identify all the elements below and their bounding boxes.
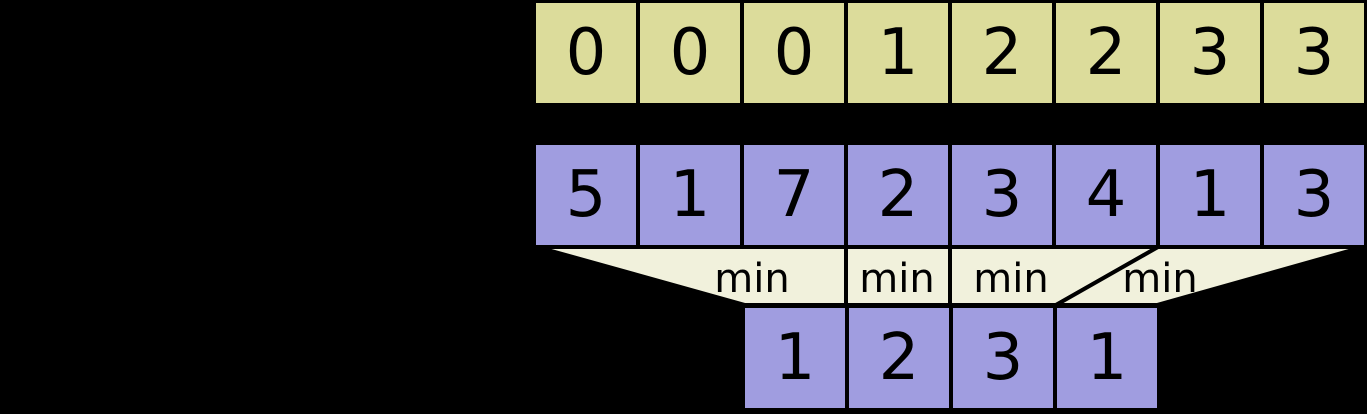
block-min-cell: 2 — [849, 308, 949, 408]
min-funnel-block1 — [844, 245, 952, 307]
block-index-cell: 2 — [1056, 3, 1156, 103]
block-index-row: 0 0 0 1 2 2 3 3 — [536, 3, 1364, 103]
array-cell: 5 — [536, 145, 636, 245]
min-label: min — [859, 256, 934, 302]
block-min-row: 1 2 3 1 — [745, 308, 1157, 408]
min-funnel-block3 — [1048, 245, 1364, 307]
min-label: min — [1122, 256, 1197, 302]
array-cell: 7 — [744, 145, 844, 245]
block-index-cell: 1 — [848, 3, 948, 103]
array-cell: 1 — [640, 145, 740, 245]
array-cell: 3 — [1264, 145, 1364, 245]
array-cell: 4 — [1056, 145, 1156, 245]
block-index-cell: 0 — [536, 3, 636, 103]
block-index-cell: 0 — [744, 3, 844, 103]
block-min-cell: 3 — [953, 308, 1053, 408]
block-index-cell: 0 — [640, 3, 740, 103]
block-index-cell: 3 — [1264, 3, 1364, 103]
array-cell: 2 — [848, 145, 948, 245]
min-label: min — [714, 256, 789, 302]
min-funnel-block0 — [536, 245, 848, 307]
min-label: min — [973, 256, 1048, 302]
array-cell: 3 — [952, 145, 1052, 245]
block-min-cell: 1 — [745, 308, 845, 408]
min-funnel-block2 — [948, 245, 1166, 307]
block-min-cell: 1 — [1057, 308, 1157, 408]
array-row: 5 1 7 2 3 4 1 3 — [536, 145, 1364, 245]
block-index-cell: 2 — [952, 3, 1052, 103]
block-index-cell: 3 — [1160, 3, 1260, 103]
array-cell: 1 — [1160, 145, 1260, 245]
